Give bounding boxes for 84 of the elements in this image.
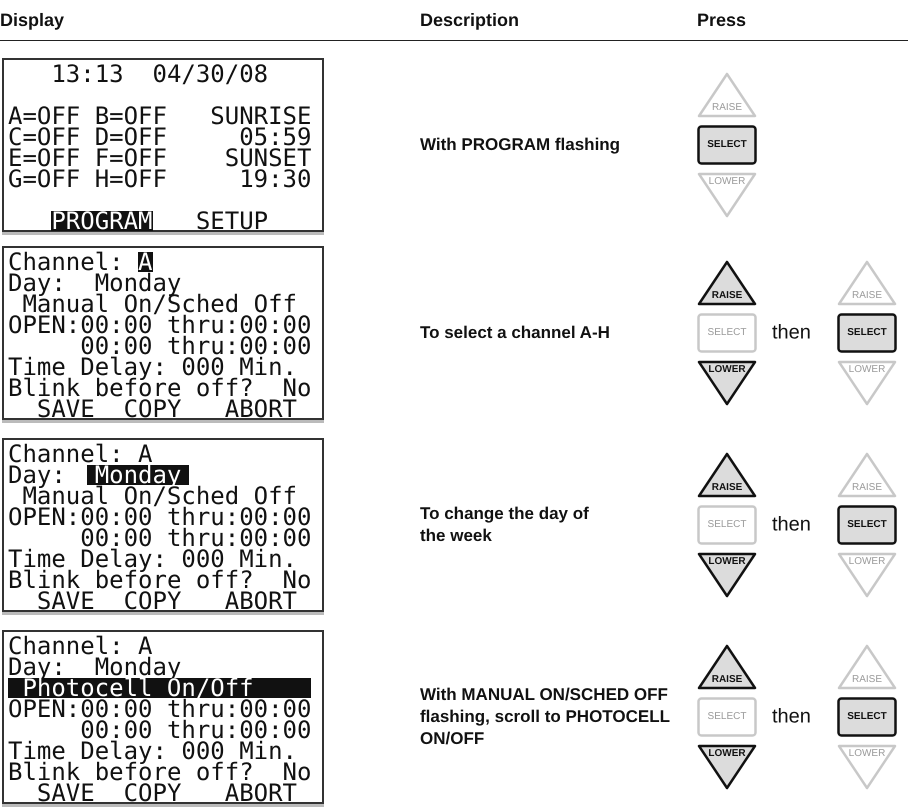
screen-text: Channel: bbox=[8, 636, 124, 656]
highlighted-screen-text: Photocell On/Off bbox=[8, 678, 312, 698]
then-text: then bbox=[772, 322, 811, 344]
lcd-screen bbox=[2, 438, 324, 612]
screen-text: Manual On/Sched Off bbox=[22, 294, 297, 314]
screen-text: No bbox=[282, 570, 312, 590]
highlighted-screen-text: PROGRAM bbox=[51, 211, 152, 231]
screen-text: SAVE bbox=[36, 783, 95, 803]
screen-text: C=OFF bbox=[8, 127, 80, 147]
screen-text: Blink before off? bbox=[8, 762, 254, 782]
screen-text: B=OFF bbox=[94, 106, 167, 126]
column-header: Press bbox=[697, 10, 746, 31]
select-button: SELECT bbox=[697, 697, 757, 737]
screen-text: SAVE bbox=[36, 399, 95, 419]
highlighted-screen-text: Monday bbox=[87, 465, 189, 485]
raise-arrow-button: RAISE bbox=[697, 72, 757, 118]
screen-text: Monday bbox=[94, 657, 182, 677]
screen-text: 04/30/08 bbox=[152, 64, 268, 84]
screen-text: H=OFF bbox=[94, 169, 167, 189]
highlighted-screen-text: A bbox=[138, 252, 152, 272]
screen-text: No bbox=[282, 378, 312, 398]
select-button: SELECT bbox=[697, 505, 757, 545]
lower-arrow-button: LOWER bbox=[837, 360, 897, 406]
screen-text: F=OFF bbox=[94, 148, 167, 168]
column-header: Description bbox=[420, 10, 520, 31]
lower-arrow-button: LOWER bbox=[697, 360, 757, 406]
screen-text: Channel: bbox=[8, 444, 124, 464]
screen-text: Blink before off? bbox=[8, 570, 254, 590]
lcd-screen bbox=[2, 246, 324, 420]
then-text: then bbox=[772, 706, 811, 728]
screen-text: 19:30 bbox=[239, 169, 312, 189]
lcd-screen bbox=[2, 58, 324, 232]
screen-text: Day: bbox=[8, 657, 66, 677]
description-text: With MANUAL ON/SCHED OFF flashing, scroll to PHOTOCELL ON/OFF bbox=[420, 684, 671, 750]
description-text: To select a channel A-H bbox=[420, 322, 611, 344]
screen-text: Manual On/Sched Off bbox=[22, 486, 297, 506]
screen-text: D=OFF bbox=[94, 127, 167, 147]
screen-text: SETUP bbox=[196, 211, 268, 231]
screen-text: A=OFF bbox=[8, 106, 80, 126]
screen-text: 00:00 thru:00:00 bbox=[80, 720, 312, 740]
select-button: SELECT bbox=[697, 313, 757, 353]
lower-arrow-button: LOWER bbox=[837, 744, 897, 790]
screen-text: Blink before off? bbox=[8, 378, 254, 398]
screen-text: SUNRISE bbox=[210, 106, 312, 126]
screen-text: COPY bbox=[124, 783, 182, 803]
select-button: SELECT bbox=[837, 505, 897, 545]
description-text: With PROGRAM flashing bbox=[420, 134, 622, 156]
screen-text: SAVE bbox=[36, 591, 95, 611]
screen-text: ABORT bbox=[224, 591, 297, 611]
screen-text: No bbox=[282, 762, 312, 782]
screen-text: A bbox=[138, 444, 152, 464]
lcd-screen bbox=[2, 630, 324, 804]
column-header: Display bbox=[0, 10, 64, 31]
lower-arrow-button: LOWER bbox=[697, 744, 757, 790]
description-text: To change the day of the week bbox=[420, 503, 590, 547]
raise-arrow-button: RAISE bbox=[837, 644, 897, 690]
raise-arrow-button: RAISE bbox=[697, 644, 757, 690]
screen-text: ABORT bbox=[224, 783, 297, 803]
screen-text: 00:00 thru:00:00 bbox=[80, 336, 312, 356]
select-button: SELECT bbox=[837, 313, 897, 353]
screen-text: Channel: bbox=[8, 252, 124, 272]
then-text: then bbox=[772, 514, 811, 536]
raise-arrow-button: RAISE bbox=[697, 452, 757, 498]
screen-text: ABORT bbox=[224, 399, 297, 419]
screen-text: 00:00 thru:00:00 bbox=[80, 528, 312, 548]
screen-text: OPEN:00:00 thru:00:00 bbox=[8, 315, 312, 335]
screen-text: COPY bbox=[124, 399, 182, 419]
screen-text: OPEN:00:00 thru:00:00 bbox=[8, 507, 312, 527]
screen-text: A bbox=[138, 636, 152, 656]
screen-text: G=OFF bbox=[8, 169, 80, 189]
screen-text: 13:13 bbox=[51, 64, 124, 84]
screen-text: COPY bbox=[124, 591, 182, 611]
raise-arrow-button: RAISE bbox=[697, 260, 757, 306]
screen-text: E=OFF bbox=[8, 148, 80, 168]
raise-arrow-button: RAISE bbox=[837, 452, 897, 498]
lower-arrow-button: LOWER bbox=[697, 172, 757, 218]
lower-arrow-button: LOWER bbox=[837, 552, 897, 598]
raise-arrow-button: RAISE bbox=[837, 260, 897, 306]
select-button: SELECT bbox=[837, 697, 897, 737]
screen-text: SUNSET bbox=[224, 148, 312, 168]
screen-text: 05:59 bbox=[239, 127, 312, 147]
select-button: SELECT bbox=[697, 125, 757, 165]
lower-arrow-button: LOWER bbox=[697, 552, 757, 598]
screen-text: OPEN:00:00 thru:00:00 bbox=[8, 699, 312, 719]
